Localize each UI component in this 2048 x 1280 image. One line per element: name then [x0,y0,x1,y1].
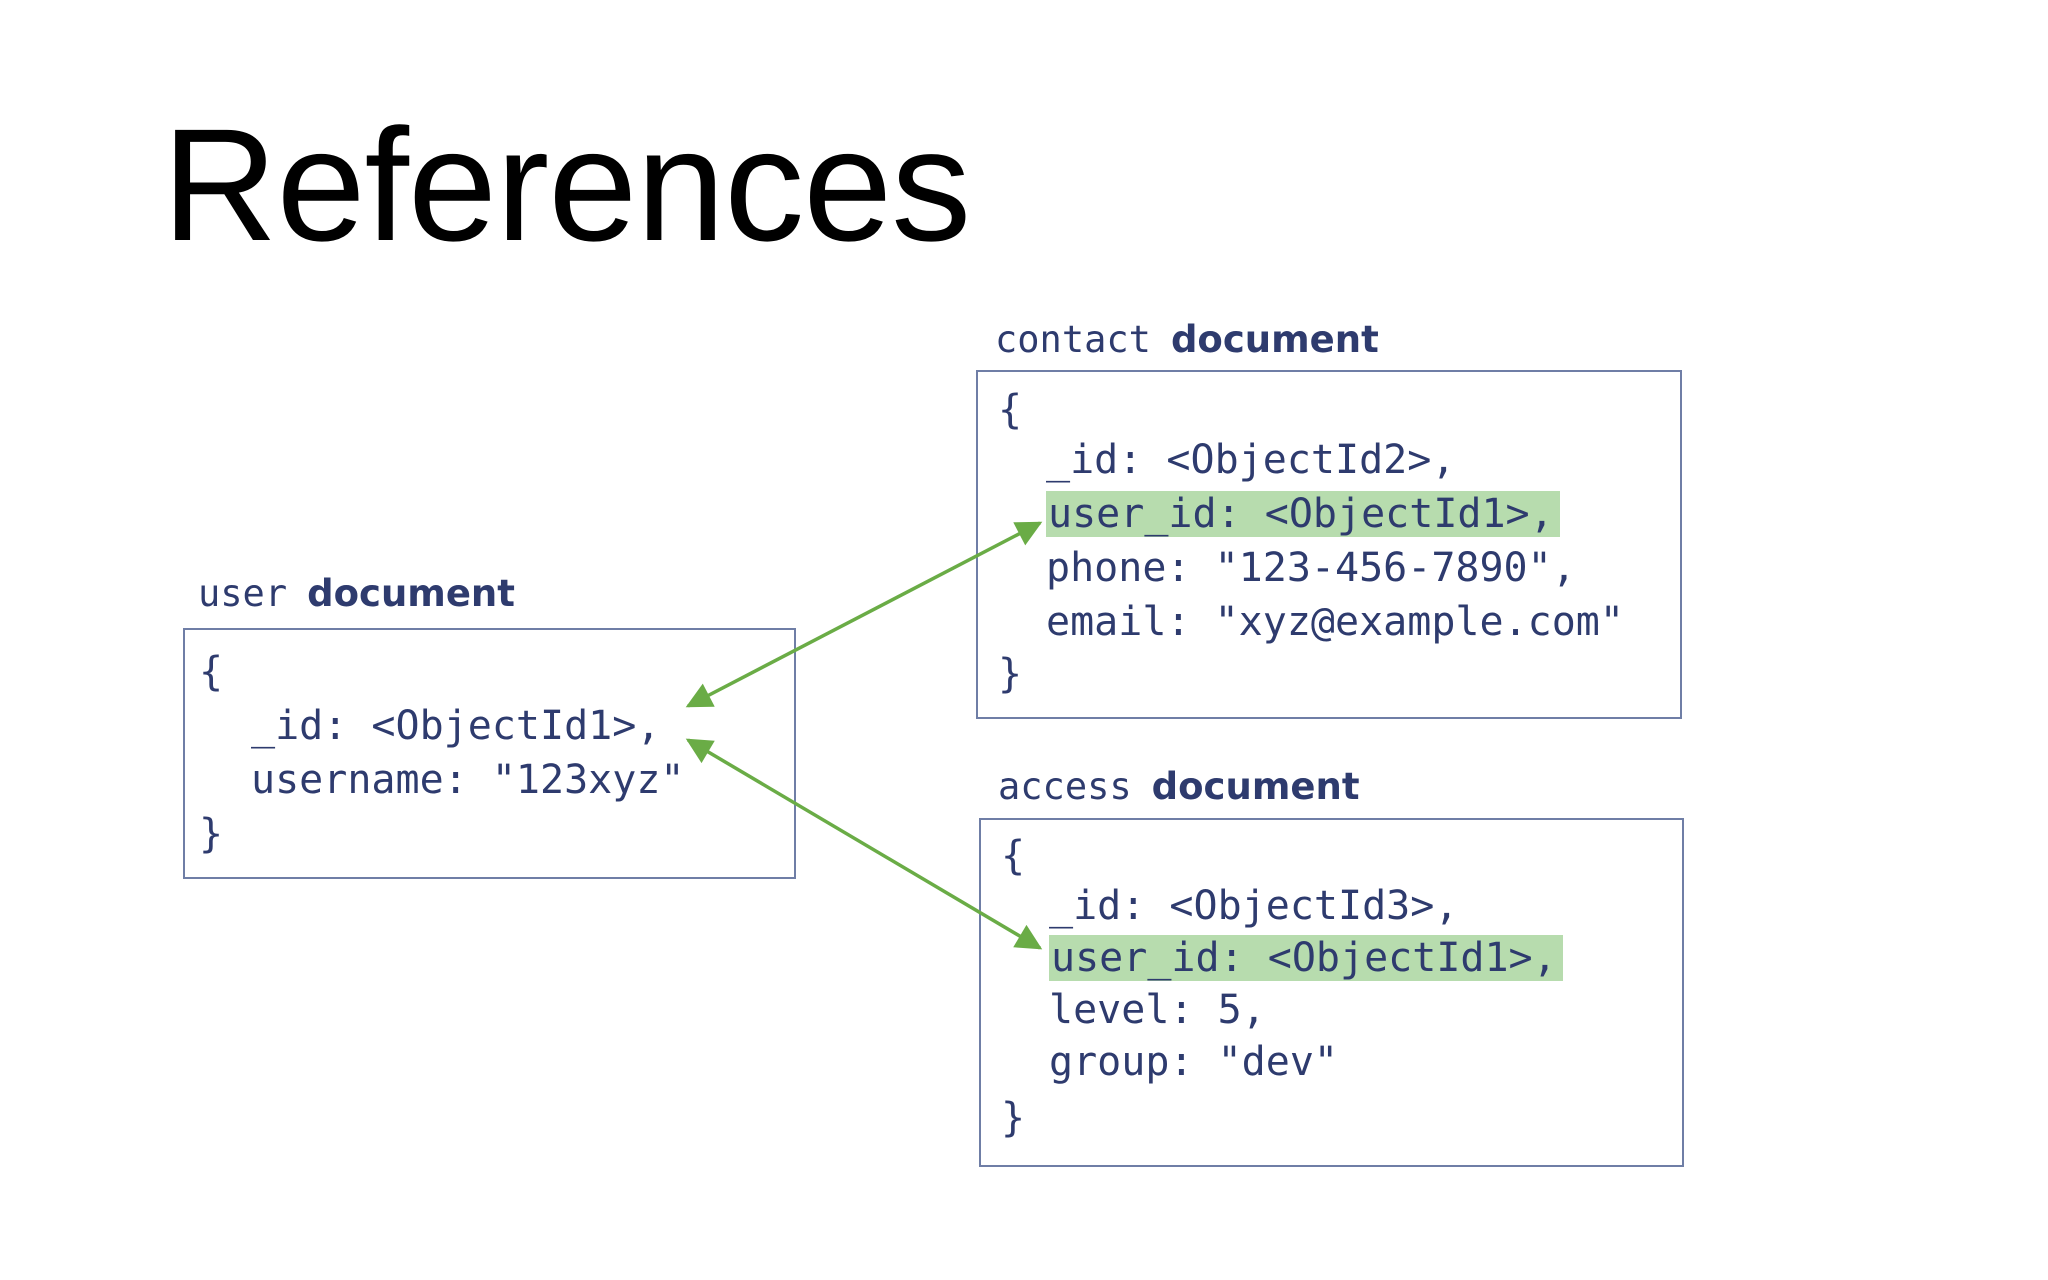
contact-close-brace: } [998,651,1023,697]
user-username-line: username: "123xyz" [251,757,685,803]
access-label-code: access [998,765,1132,808]
user-open-brace: { [199,649,224,695]
slide-title: References [162,95,971,274]
contact-open-brace: { [998,387,1023,433]
access-id-line: _id: <ObjectId3>, [1049,883,1459,929]
access-document-label: access document [998,765,1360,808]
user-document-box: { _id: <ObjectId1>, username: "123xyz" } [183,628,796,879]
contact-document-label: contact document [995,318,1379,361]
contact-user-id-line: user_id: <ObjectId1>, [1046,488,1560,540]
contact-user-id-highlight: user_id: <ObjectId1>, [1046,491,1560,537]
access-level-line: level: 5, [1049,987,1266,1033]
access-user-id-line: user_id: <ObjectId1>, [1049,932,1563,984]
access-label-word: document [1151,765,1360,808]
access-user-id-highlight: user_id: <ObjectId1>, [1049,935,1563,981]
user-label-word: document [307,572,515,615]
access-group-line: group: "dev" [1049,1039,1338,1085]
contact-id-line: _id: <ObjectId2>, [1046,437,1456,483]
user-id-line: _id: <ObjectId1>, [251,703,661,749]
access-close-brace: } [1001,1095,1026,1141]
contact-document-box: { _id: <ObjectId2>, user_id: <ObjectId1>… [976,370,1682,719]
access-document-box: { _id: <ObjectId3>, user_id: <ObjectId1>… [979,818,1684,1167]
contact-label-code: contact [995,318,1151,361]
contact-email-line: email: "xyz@example.com" [1046,599,1624,645]
contact-label-word: document [1170,318,1379,361]
user-label-code: user [198,572,288,615]
contact-phone-line: phone: "123-456-7890", [1046,545,1576,591]
access-open-brace: { [1001,833,1026,879]
user-close-brace: } [199,811,224,857]
user-document-label: user document [198,572,515,615]
